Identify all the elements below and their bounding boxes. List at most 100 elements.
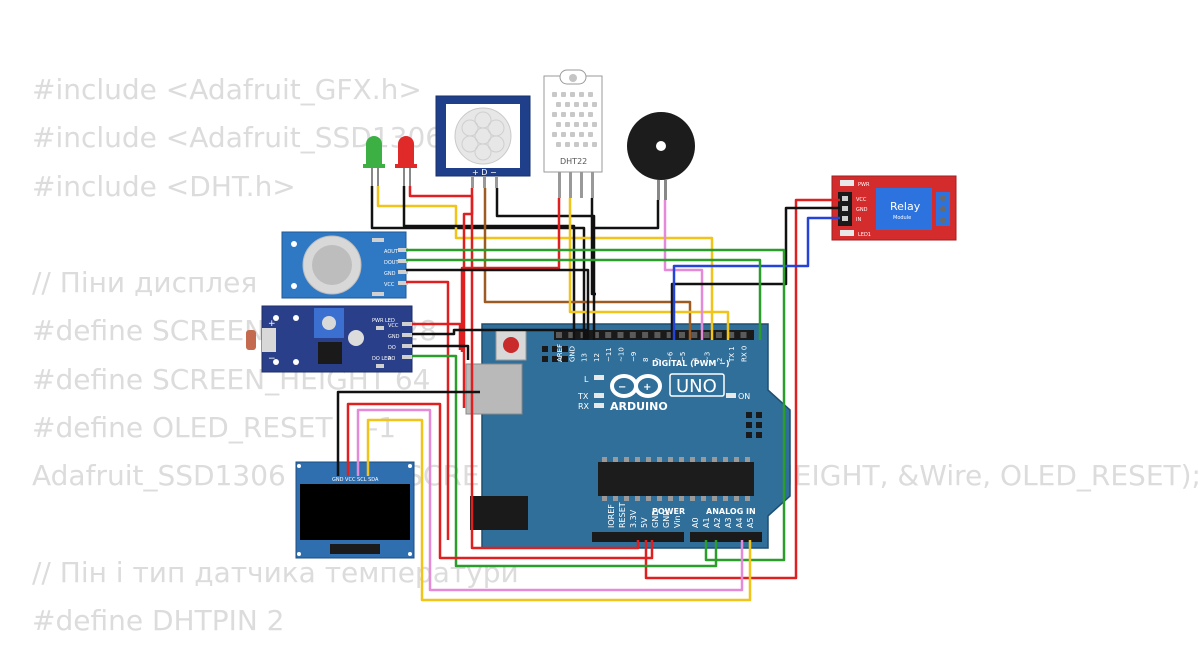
digital-pin-label: ~6 (667, 351, 675, 362)
digital-pin[interactable] (679, 332, 685, 338)
digital-pin[interactable] (666, 332, 673, 338)
dht-vent (588, 92, 593, 97)
ldr-pin-label: VCC (388, 323, 399, 329)
chip-pin (701, 457, 706, 462)
photoresistor (246, 330, 256, 350)
power-label: POWER (652, 507, 685, 516)
digital-pin[interactable] (740, 332, 747, 338)
atmega-chip (598, 462, 754, 496)
digital-pin-label: GND (568, 346, 576, 362)
relay-pin[interactable] (842, 196, 848, 201)
arduino-brand: ARDUINO (610, 400, 668, 413)
digital-pin[interactable] (642, 332, 649, 338)
dht-vent (579, 92, 584, 97)
digital-pin[interactable] (605, 332, 612, 338)
buzzer (627, 112, 695, 200)
gas-pin[interactable] (398, 259, 408, 263)
gas-pin[interactable] (398, 281, 408, 285)
svg-text:+: + (643, 382, 651, 393)
dht-vent (583, 102, 588, 107)
dht-vent (570, 112, 575, 117)
pwr-led-label: PWR LED (372, 318, 395, 324)
on-led (726, 393, 736, 398)
analog-pin-label: A1 (702, 517, 711, 528)
digital-pin[interactable] (617, 332, 624, 338)
digital-pin-label: ~10 (618, 347, 626, 362)
digital-pin[interactable] (556, 332, 562, 338)
dht-vent (552, 132, 557, 137)
chip-pin (646, 496, 651, 501)
digital-pin[interactable] (654, 332, 661, 338)
dht-vent (574, 122, 579, 127)
digital-pin-label: ~11 (605, 347, 613, 362)
chip-pin (712, 496, 717, 501)
ldr-pin[interactable] (402, 333, 412, 337)
digital-pin[interactable] (629, 332, 636, 338)
analog-header (690, 532, 762, 542)
dht-vent (583, 122, 588, 127)
digital-pin[interactable] (592, 332, 599, 338)
on-led-label: ON (738, 392, 750, 401)
wire-pir-vcc (462, 188, 474, 408)
gas-pin-label: GND (384, 271, 396, 277)
wire-oled-scl (356, 408, 744, 592)
pir-pin-labels: + D − (472, 168, 497, 177)
code-line: // Піни дисплея (32, 266, 258, 300)
dht22-label: DHT22 (560, 157, 587, 166)
reset-button[interactable] (503, 337, 519, 353)
gas-pin[interactable] (398, 248, 408, 252)
wire-red-led-signal (408, 186, 640, 550)
dht-vent (565, 122, 570, 127)
wire-oled-gnd (336, 390, 480, 476)
digital-pin[interactable] (568, 332, 575, 338)
analog-pin-label: A0 (691, 517, 700, 528)
comparator-chip (318, 342, 342, 364)
dht-vent (592, 102, 597, 107)
digital-label: DIGITAL (PWM ~) (652, 359, 730, 368)
dht-vent (592, 122, 597, 127)
ldr-pin-label: DO (388, 345, 396, 351)
relay-pin[interactable] (842, 206, 848, 211)
wire-dht-gnd (590, 198, 596, 296)
ldr-pin[interactable] (402, 344, 412, 348)
chip-pin (745, 457, 750, 462)
chip-pin (613, 496, 618, 501)
dht-vent (579, 112, 584, 117)
digital-pin[interactable] (715, 332, 722, 338)
analog-pin-label: A4 (735, 517, 744, 528)
code-line: #define OLED_RESET -1 (32, 411, 397, 445)
power-pin-label: 5V (640, 517, 649, 528)
chip-pin (679, 496, 684, 501)
power-pin-label: IOREF (607, 504, 616, 528)
digital-pin[interactable] (691, 332, 698, 338)
ldr-pin[interactable] (402, 355, 412, 359)
dht-vent (588, 112, 593, 117)
chip-pin (624, 496, 629, 501)
relay-pin-label: VCC (856, 197, 867, 203)
dht-vent (561, 132, 566, 137)
chip-pin (646, 457, 651, 462)
analog-pin-label: A5 (746, 517, 755, 528)
relay-pin[interactable] (842, 216, 848, 221)
digital-pin-label: ~3 (704, 352, 712, 362)
green-led (363, 136, 385, 186)
chip-pin (701, 496, 706, 501)
gas-pin[interactable] (398, 270, 408, 274)
dht-vent (570, 132, 575, 137)
chip-pin (712, 457, 717, 462)
analog-label: ANALOG IN (706, 507, 756, 516)
oled-display: GND VCC SCL SDA (295, 461, 415, 559)
power-pin-label: GND (662, 510, 671, 528)
dht-vent (574, 102, 579, 107)
ldr-pin-label: GND (388, 334, 400, 340)
dht-vent (556, 102, 561, 107)
rx-led (594, 403, 604, 408)
digital-pin-label: TX 1 (728, 346, 736, 363)
chip-pin (657, 496, 662, 501)
chip-pin (734, 457, 739, 462)
digital-pin-label: ~5 (679, 352, 687, 362)
digital-pin[interactable] (703, 332, 710, 338)
ldr-pin[interactable] (402, 322, 412, 326)
dht-vent (552, 112, 557, 117)
digital-pin[interactable] (728, 332, 735, 338)
